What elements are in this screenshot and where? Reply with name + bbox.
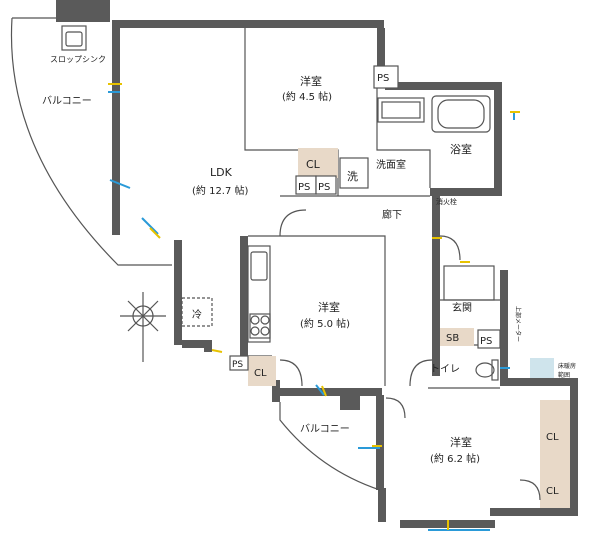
closet-label-2: CL	[254, 368, 267, 379]
room-labels: スロップシンク バルコニー 洋室 (約 4.5 帖) LDK (約 12.7 帖…	[42, 55, 576, 497]
closet-label-3: CL	[546, 432, 559, 443]
compass-icon	[120, 292, 166, 362]
ldk-label: LDK	[210, 166, 233, 179]
fridge-label: 冷	[192, 308, 202, 321]
washer	[339, 157, 369, 189]
balcony-outline	[10, 17, 381, 491]
closet-label-1: CL	[306, 158, 321, 171]
legend-text-2: 範囲	[558, 371, 570, 379]
sb-label: SB	[446, 333, 459, 344]
ps-label-4: PS	[480, 336, 492, 347]
meter-note: 上部メーター	[514, 306, 522, 342]
ps-label-1: PS	[377, 73, 389, 84]
bathtub	[377, 95, 491, 133]
ldk-size: (約 12.7 帖)	[192, 184, 249, 197]
kitchen	[181, 245, 271, 343]
bedroom2-label: 洋室	[318, 300, 340, 314]
washroom-label: 洗面室	[376, 158, 406, 171]
ps-label-5: PS	[232, 360, 243, 370]
floor-heating-legend-swatch	[530, 358, 554, 378]
legend-text-1: 床暖房	[558, 362, 576, 370]
closets	[248, 148, 570, 508]
closet-label-4: CL	[546, 486, 559, 497]
toilet-fixture	[443, 265, 499, 381]
balcony-mid-label: バルコニー	[300, 423, 350, 435]
entrance-label: 玄関	[452, 301, 472, 314]
washer-label: 洗	[347, 170, 358, 183]
balcony-top-label: バルコニー	[42, 95, 92, 107]
pipe-spaces	[229, 65, 501, 371]
slope-sink	[61, 25, 87, 51]
hall-label: 廊下	[382, 208, 402, 221]
bedroom2-size: (約 5.0 帖)	[300, 317, 350, 330]
bedroom3-size: (約 6.2 帖)	[430, 452, 480, 465]
windows	[108, 91, 515, 531]
bedroom3-label: 洋室	[450, 435, 472, 449]
door-marks	[108, 83, 520, 530]
toilet-label: トイレ	[430, 364, 460, 375]
door-swings	[279, 209, 541, 501]
bedroom1-size: (約 4.5 帖)	[282, 90, 332, 103]
fire-alarm-label: 消火栓	[436, 197, 457, 206]
slope-sink-label: スロップシンク	[50, 55, 106, 64]
ps-label-3: PS	[318, 182, 330, 193]
ps-label-2: PS	[298, 182, 310, 193]
bath-label: 浴室	[450, 142, 472, 156]
bedroom1-label: 洋室	[300, 74, 322, 88]
